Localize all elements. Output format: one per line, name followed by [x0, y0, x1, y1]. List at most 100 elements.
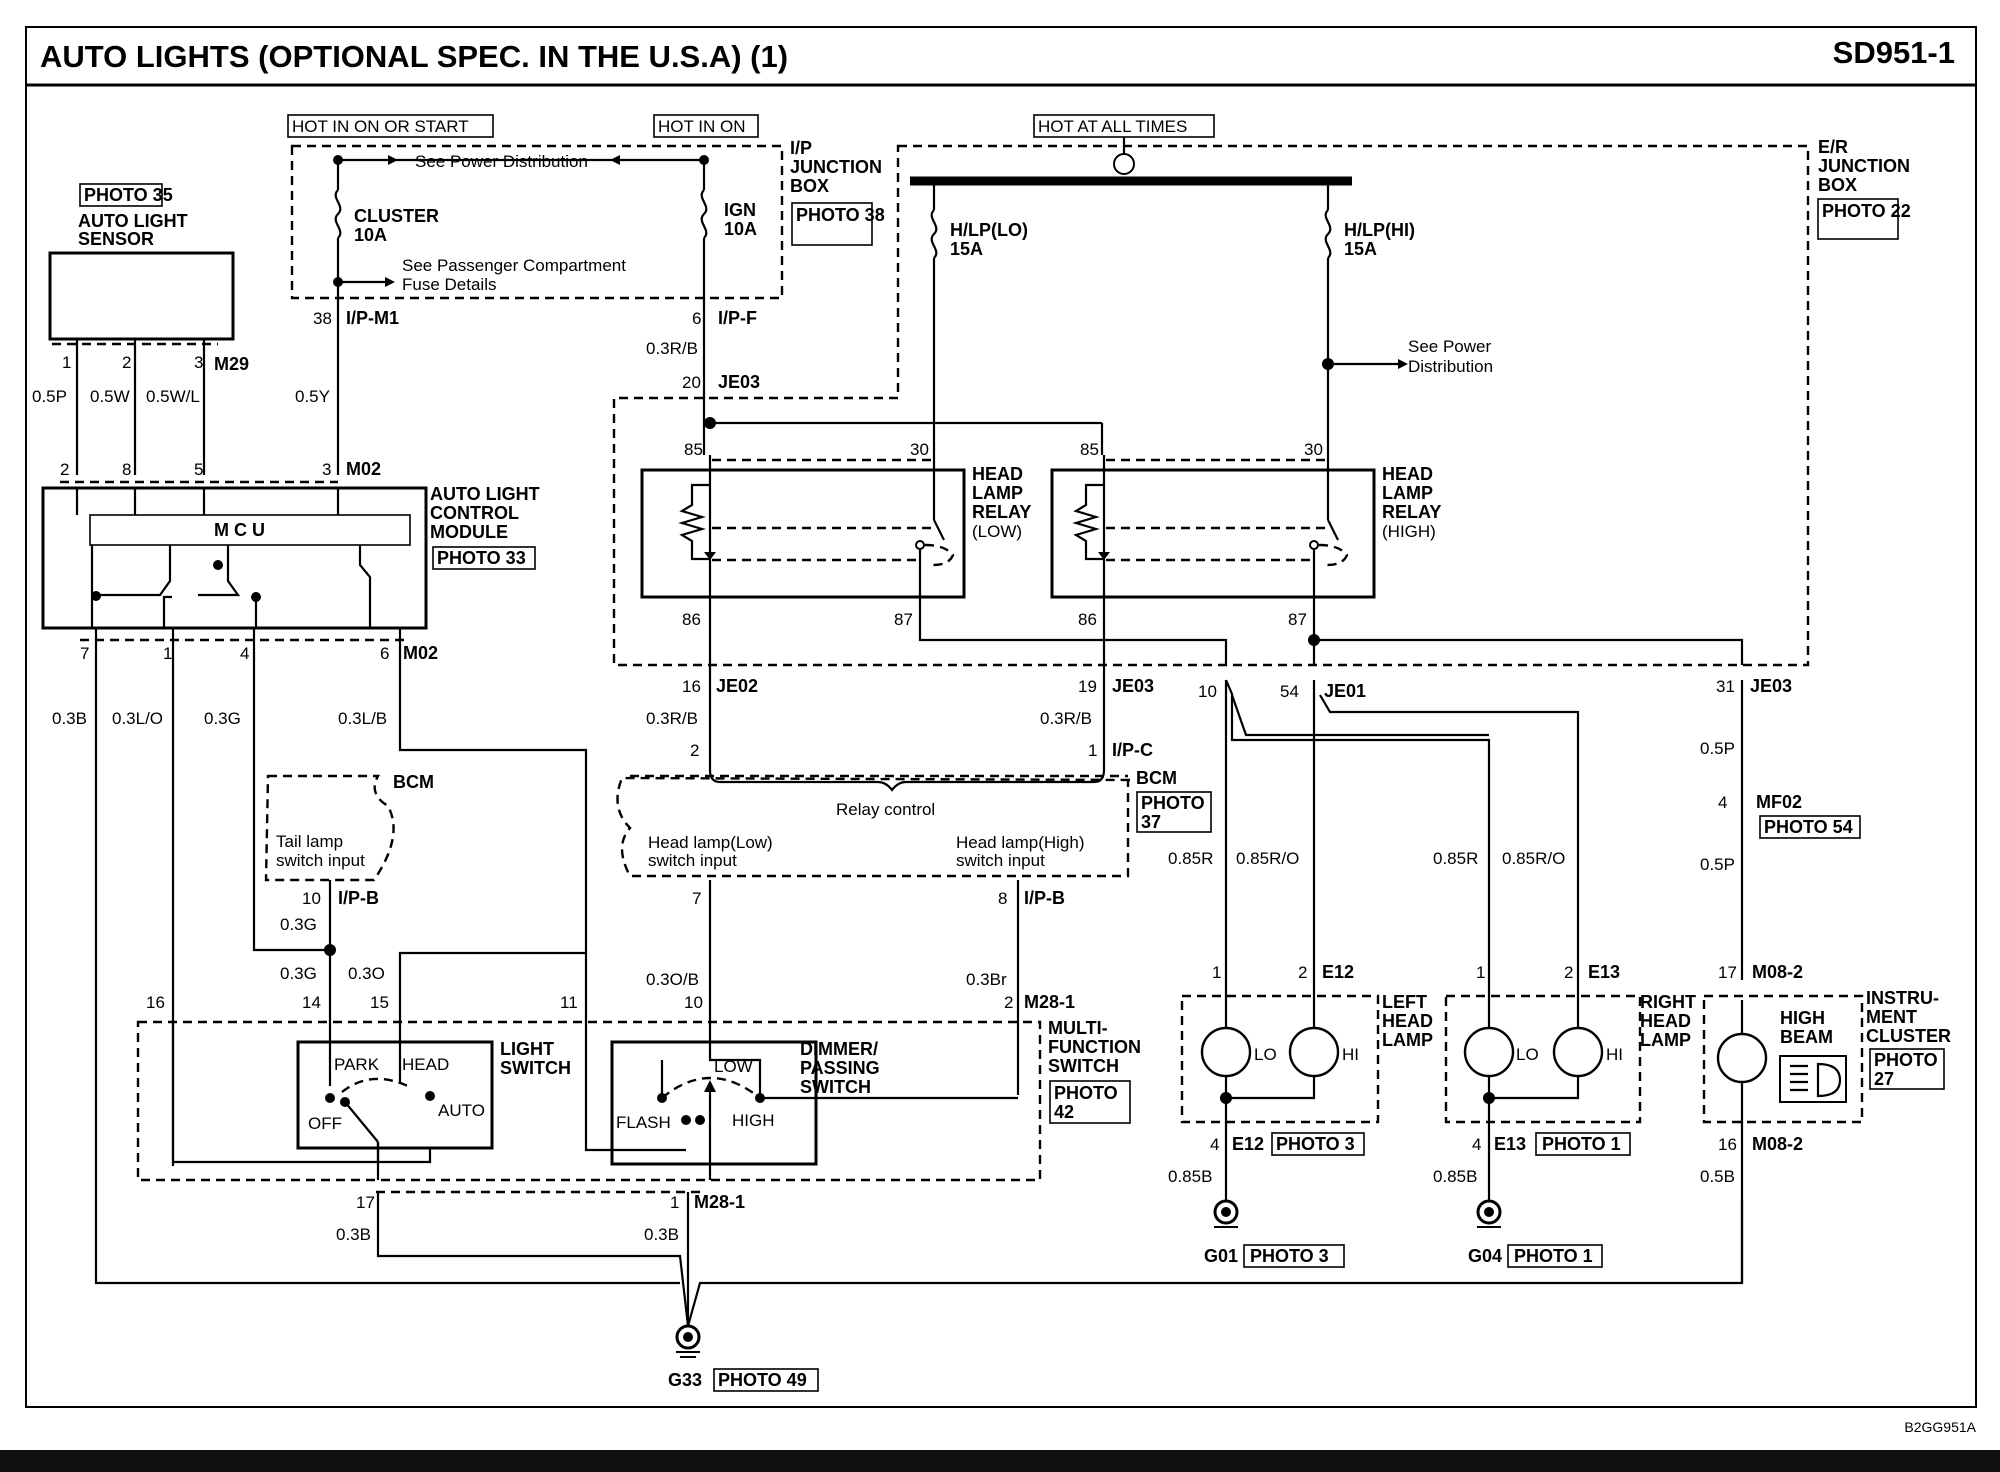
svg-text:1: 1: [1212, 963, 1221, 982]
svg-text:RELAY: RELAY: [1382, 502, 1441, 522]
svg-text:5: 5: [194, 460, 203, 479]
svg-text:0.3G: 0.3G: [280, 964, 317, 983]
svg-text:CONTROL: CONTROL: [430, 503, 519, 523]
svg-text:M29: M29: [214, 354, 249, 374]
svg-text:SWITCH: SWITCH: [500, 1058, 571, 1078]
svg-text:HOT AT ALL TIMES: HOT AT ALL TIMES: [1038, 117, 1187, 136]
svg-text:8: 8: [998, 889, 1007, 908]
svg-text:30: 30: [910, 440, 929, 459]
svg-text:JUNCTION: JUNCTION: [790, 157, 882, 177]
ip-junction-box: See Power Distribution CLUSTER 10A See P…: [290, 138, 885, 310]
svg-text:switch input: switch input: [956, 851, 1045, 870]
svg-text:E/R: E/R: [1818, 137, 1848, 157]
svg-text:E13: E13: [1494, 1134, 1526, 1154]
svg-text:PHOTO 54: PHOTO 54: [1764, 817, 1853, 837]
left-head-lamp: 1 2 E12 LO HI LEFT HEAD LAMP 4 E12 PHOTO…: [1168, 962, 1433, 1268]
svg-text:7: 7: [80, 644, 89, 663]
svg-text:INSTRU-: INSTRU-: [1866, 988, 1939, 1008]
svg-text:JE03: JE03: [1112, 676, 1154, 696]
svg-text:11: 11: [560, 993, 578, 1012]
svg-text:MODULE: MODULE: [430, 522, 508, 542]
svg-text:FUNCTION: FUNCTION: [1048, 1037, 1141, 1057]
page-code: SD951-1: [1833, 35, 1955, 70]
svg-text:HI: HI: [1342, 1045, 1359, 1064]
svg-text:PHOTO 38: PHOTO 38: [796, 205, 885, 225]
svg-text:Tail lamp: Tail lamp: [276, 832, 343, 851]
svg-text:G01: G01: [1204, 1246, 1238, 1266]
svg-text:HIGH: HIGH: [732, 1111, 775, 1130]
svg-text:3: 3: [322, 460, 331, 479]
svg-text:MENT: MENT: [1866, 1007, 1917, 1027]
svg-text:PHOTO: PHOTO: [1141, 793, 1205, 813]
svg-text:CLUSTER: CLUSTER: [1866, 1026, 1951, 1046]
svg-text:0.5Y: 0.5Y: [295, 387, 330, 406]
svg-text:HEAD: HEAD: [402, 1055, 449, 1074]
svg-text:0.3B: 0.3B: [52, 709, 87, 728]
svg-text:I/P-B: I/P-B: [1024, 888, 1065, 908]
svg-text:CLUSTER: CLUSTER: [354, 206, 439, 226]
svg-text:I/P-B: I/P-B: [338, 888, 379, 908]
svg-text:switch input: switch input: [648, 851, 737, 870]
svg-text:6: 6: [692, 309, 701, 328]
svg-text:HEAD: HEAD: [1640, 1011, 1691, 1031]
document-id: B2GG951A: [1904, 1419, 1976, 1435]
svg-text:0.3B: 0.3B: [644, 1225, 679, 1244]
multi-function-switch: 16 14 15 11 10 2 M28-1 MULTI- FUNCTION S…: [136, 992, 1141, 1182]
svg-text:10: 10: [1198, 682, 1217, 701]
svg-text:4: 4: [1210, 1135, 1219, 1154]
svg-text:1: 1: [1088, 741, 1097, 760]
hot-in-on-label: HOT IN ON: [653, 114, 759, 138]
svg-text:I/P-F: I/P-F: [718, 308, 757, 328]
svg-text:Relay control: Relay control: [836, 800, 935, 819]
svg-text:4: 4: [1472, 1135, 1481, 1154]
svg-text:M02: M02: [403, 643, 438, 663]
svg-text:4: 4: [1718, 793, 1727, 812]
svg-text:BOX: BOX: [1818, 175, 1857, 195]
svg-text:MULTI-: MULTI-: [1048, 1018, 1108, 1038]
svg-text:15A: 15A: [1344, 239, 1377, 259]
svg-text:2: 2: [122, 353, 131, 372]
svg-text:0.3L/O: 0.3L/O: [112, 709, 163, 728]
svg-text:JE03: JE03: [1750, 676, 1792, 696]
svg-text:LAMP: LAMP: [972, 483, 1023, 503]
svg-text:AUTO LIGHT: AUTO LIGHT: [78, 211, 188, 231]
svg-text:JUNCTION: JUNCTION: [1818, 156, 1910, 176]
svg-text:54: 54: [1280, 682, 1299, 701]
svg-text:See Power Distribution: See Power Distribution: [415, 152, 588, 171]
svg-text:PHOTO 3: PHOTO 3: [1250, 1246, 1329, 1266]
svg-text:SWITCH: SWITCH: [800, 1077, 871, 1097]
svg-text:16: 16: [1718, 1135, 1737, 1154]
svg-text:G33: G33: [668, 1370, 702, 1390]
svg-text:I/P: I/P: [790, 138, 812, 158]
svg-text:Distribution: Distribution: [1408, 357, 1493, 376]
footer-bar: [0, 1450, 2000, 1472]
svg-text:JE02: JE02: [716, 676, 758, 696]
svg-text:0.3R/B: 0.3R/B: [646, 339, 698, 358]
svg-text:(LOW): (LOW): [972, 522, 1022, 541]
svg-text:Head lamp(Low): Head lamp(Low): [648, 833, 773, 852]
svg-text:0.85R/O: 0.85R/O: [1236, 849, 1299, 868]
svg-text:PHOTO 22: PHOTO 22: [1822, 201, 1911, 221]
svg-text:85: 85: [1080, 440, 1099, 459]
svg-text:15A: 15A: [950, 239, 983, 259]
svg-text:0.5B: 0.5B: [1700, 1167, 1735, 1186]
svg-text:LIGHT: LIGHT: [500, 1039, 554, 1059]
svg-text:SENSOR: SENSOR: [78, 229, 154, 249]
svg-text:PHOTO 1: PHOTO 1: [1514, 1246, 1593, 1266]
svg-text:10: 10: [302, 889, 321, 908]
svg-text:PHOTO 1: PHOTO 1: [1542, 1134, 1621, 1154]
svg-text:27: 27: [1874, 1069, 1894, 1089]
ground-g33: G33 PHOTO 49: [668, 1324, 819, 1392]
svg-text:87: 87: [894, 610, 913, 629]
svg-text:42: 42: [1054, 1102, 1074, 1122]
svg-text:0.85R/O: 0.85R/O: [1502, 849, 1565, 868]
svg-text:HEAD: HEAD: [972, 464, 1023, 484]
svg-text:BCM: BCM: [1136, 768, 1177, 788]
svg-text:15: 15: [370, 993, 389, 1012]
svg-text:31: 31: [1716, 677, 1735, 696]
svg-text:BOX: BOX: [790, 176, 829, 196]
svg-text:LAMP: LAMP: [1640, 1030, 1691, 1050]
svg-text:14: 14: [302, 993, 321, 1012]
svg-text:Fuse Details: Fuse Details: [402, 275, 496, 294]
svg-text:37: 37: [1141, 812, 1161, 832]
